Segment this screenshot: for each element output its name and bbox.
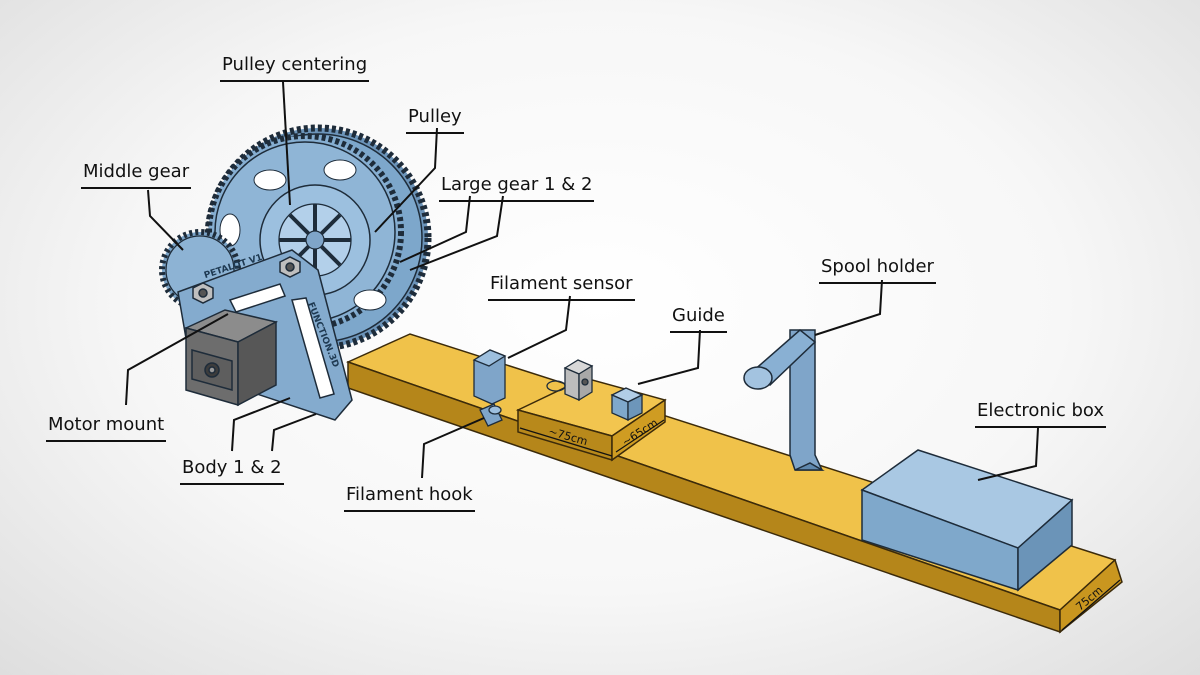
- label-pulley-centering: Pulley centering: [220, 54, 370, 82]
- guide-part: [610, 387, 644, 422]
- electronic-box: [860, 449, 1074, 592]
- label-filament-hook: Filament hook: [344, 484, 475, 512]
- filament-hook-part: [479, 403, 503, 427]
- label-middle-gear: Middle gear: [81, 161, 192, 189]
- dimension-lines: [519, 419, 1121, 631]
- label-filament-sensor: Filament sensor: [488, 273, 635, 301]
- stepper-motor: [183, 309, 279, 407]
- label-large-gear: Large gear 1 & 2: [439, 174, 595, 202]
- leader-lines: [125, 81, 1039, 481]
- label-electronic-box: Electronic box: [975, 400, 1106, 428]
- label-motor-mount: Motor mount: [46, 414, 167, 442]
- spool-holder: [743, 329, 825, 471]
- label-body: Body 1 & 2: [180, 457, 284, 485]
- label-spool-holder: Spool holder: [819, 256, 936, 284]
- label-guide: Guide: [670, 305, 727, 333]
- filament-sensor-part: [472, 349, 507, 405]
- guide-mount: [546, 359, 594, 402]
- label-pulley: Pulley: [406, 106, 464, 134]
- hex-nuts: [192, 256, 301, 304]
